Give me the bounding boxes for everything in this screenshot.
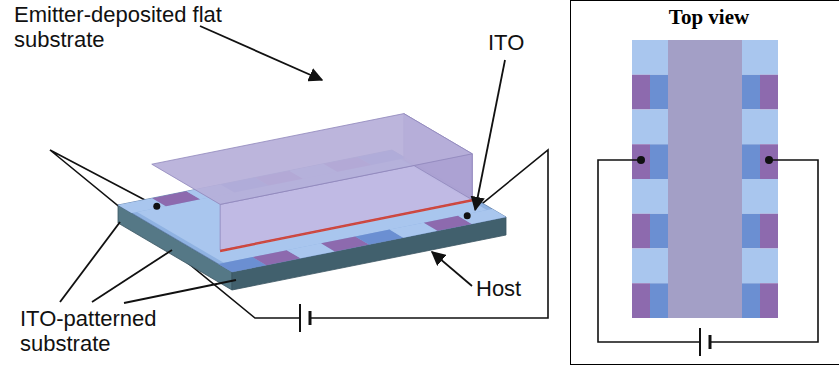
panel-title: Top view: [571, 1, 839, 30]
ito-stripe: [760, 40, 778, 75]
ito-stripe: [760, 144, 778, 179]
ito-stripe: [760, 214, 778, 249]
upper-substrate-top: [152, 114, 472, 205]
part-label: Emitter-deposited flat substrate: [14, 2, 254, 52]
emitter-layer: [220, 200, 472, 251]
ito-stripe: [650, 144, 668, 179]
ito-stripe: [742, 179, 760, 214]
battery-plate: [709, 335, 712, 349]
leader-arrow: [432, 252, 472, 286]
leader-line: [124, 280, 236, 303]
ito-stripe: [632, 249, 650, 284]
contact-dot: [765, 156, 773, 164]
top-view-panel: Top view: [570, 0, 839, 365]
ito-stripe: [650, 249, 668, 284]
circuit-wire: [598, 160, 700, 342]
ito-stripe: [760, 283, 778, 318]
ito-stripe: [650, 40, 668, 75]
ito-stripe: [458, 209, 506, 224]
top-view-drawing: [598, 40, 818, 356]
ito-stripe: [742, 75, 760, 110]
ito-stripe: [632, 144, 650, 179]
contact-dot: [637, 156, 645, 164]
ito-stripe: [650, 75, 668, 110]
ito-stripe: [760, 179, 778, 214]
part-label: Host: [476, 276, 546, 301]
emitter-substrate: [668, 40, 742, 318]
ito-stripe: [742, 283, 760, 318]
contact-dot: [153, 203, 160, 210]
leader-arrow: [200, 26, 322, 80]
ito-stripe: [742, 110, 760, 145]
leader-line: [92, 250, 172, 302]
battery-plate: [309, 311, 312, 325]
leader-arrow: [475, 60, 505, 210]
ito-stripe: [632, 214, 650, 249]
ito-stripe: [742, 214, 760, 249]
ito-stripe: [632, 110, 650, 145]
ito-stripe: [742, 40, 760, 75]
ito-stripe: [632, 75, 650, 110]
ito-stripe: [760, 75, 778, 110]
ito-stripe: [650, 179, 668, 214]
ito-stripe: [632, 283, 650, 318]
battery-plate: [699, 328, 701, 356]
oled-stack-3d: [50, 26, 548, 332]
part-label: ITO: [488, 30, 548, 55]
ito-stripe: [632, 40, 650, 75]
ito-stripe: [650, 214, 668, 249]
circuit-wire: [710, 160, 818, 342]
battery-plate: [299, 304, 301, 332]
ito-stripe: [760, 249, 778, 284]
ito-stripe: [742, 249, 760, 284]
ito-stripe: [632, 179, 650, 214]
contact-dot: [464, 212, 471, 219]
part-label: ITO-patterned substrate: [20, 306, 240, 356]
ito-stripe: [760, 110, 778, 145]
ito-stripe: [650, 110, 668, 145]
ito-stripe: [742, 144, 760, 179]
ito-stripe: [650, 283, 668, 318]
